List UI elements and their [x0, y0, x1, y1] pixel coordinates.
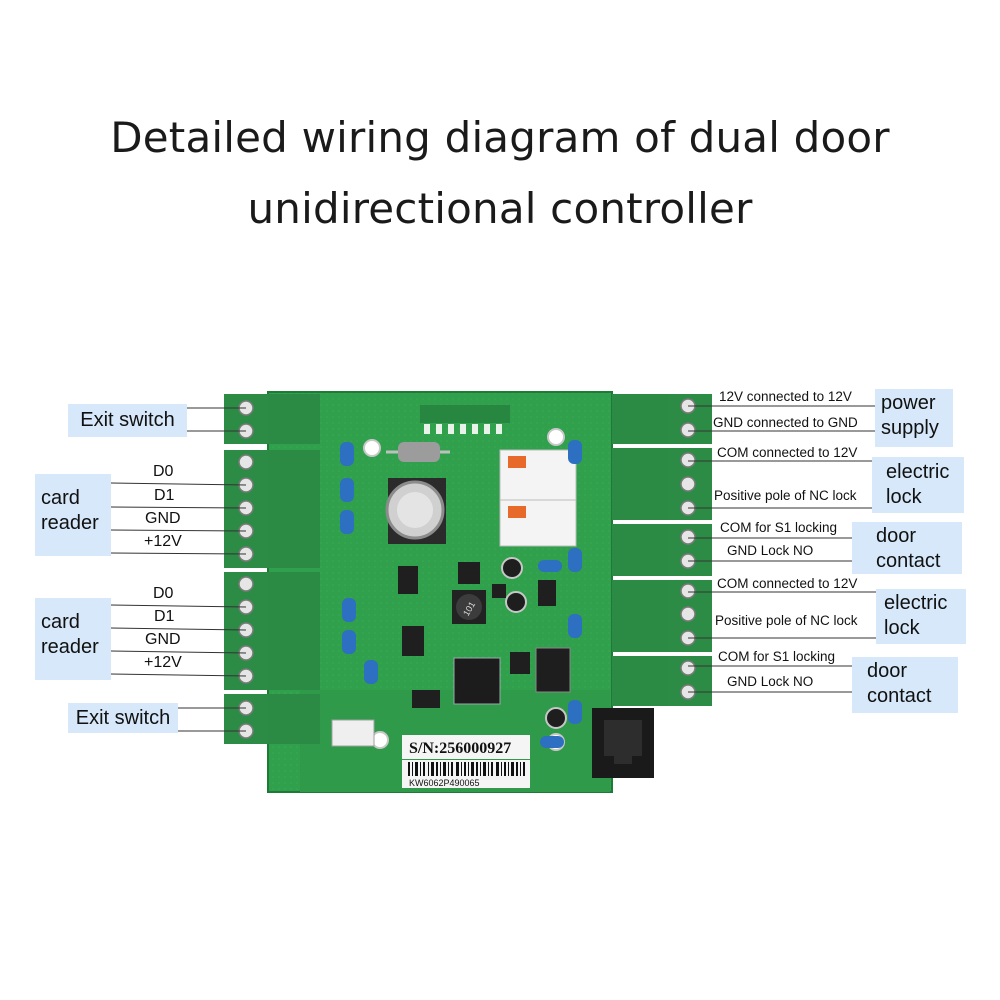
- reader1-d1: D1: [154, 487, 175, 504]
- reader1-d0: D0: [153, 463, 174, 480]
- resistor: [386, 442, 450, 462]
- exit-switch-1-label: Exit switch: [68, 404, 187, 437]
- electric-lock-2-label: electric lock: [876, 589, 966, 644]
- coin-battery: [385, 478, 446, 544]
- door-contact-2-line2: contact: [867, 685, 932, 707]
- power-12v-text: 12V connected to 12V: [719, 389, 852, 404]
- rj45-port: [592, 708, 654, 778]
- electric-lock-2-line1: electric: [884, 592, 948, 614]
- lock1-com-text: COM connected to 12V: [717, 445, 858, 460]
- white-connector: [331, 719, 375, 747]
- left-terminal-blocks: [224, 394, 320, 744]
- serial-number-text: S/N:256000927: [409, 740, 511, 757]
- card-reader-1-line2: reader: [41, 512, 99, 534]
- electrolytic-capacitors: [501, 557, 567, 729]
- reader2-d1: D1: [154, 608, 175, 625]
- reader2-d0: D0: [153, 585, 174, 602]
- door1-gnd-text: GND Lock NO: [727, 543, 814, 558]
- inductor: [452, 590, 486, 624]
- card-reader-2-line1: card: [41, 611, 80, 633]
- reader1-12v: +12V: [144, 533, 182, 550]
- door-contact-1-line2: contact: [876, 550, 941, 572]
- diagram-title-line1: Detailed wiring diagram of dual door: [110, 113, 890, 162]
- door-contact-2-label: door contact: [852, 657, 958, 713]
- barcode-number-text: KW6062P490065: [409, 778, 480, 788]
- door-contact-1-label: door contact: [852, 522, 962, 574]
- door2-gnd-text: GND Lock NO: [727, 674, 814, 689]
- door-contact-1-line1: door: [876, 525, 917, 547]
- electric-lock-2-line2: lock: [884, 617, 920, 639]
- right-terminal-blocks: [612, 394, 712, 706]
- lock2-com-text: COM connected to 12V: [717, 576, 858, 591]
- reader2-gnd: GND: [145, 631, 181, 648]
- card-reader-1-line1: card: [41, 487, 80, 509]
- right-terminal-screws: [680, 398, 696, 700]
- right-wires: [688, 405, 876, 693]
- led-strip: [420, 405, 510, 434]
- small-chips: [398, 562, 556, 708]
- card-reader-2-line2: reader: [41, 636, 99, 658]
- blue-capacitors: [340, 440, 582, 748]
- electric-lock-1-line2: lock: [886, 486, 922, 508]
- diagram-title-line2: unidirectional controller: [247, 184, 753, 233]
- lock1-nc-text: Positive pole of NC lock: [714, 488, 857, 503]
- barcode-bars: [408, 762, 525, 776]
- reader1-gnd: GND: [145, 510, 181, 527]
- card-reader-2-label: card reader: [35, 598, 111, 680]
- relay-2: [499, 499, 577, 547]
- door2-com-text: COM for S1 locking: [718, 649, 836, 664]
- exit-switch-1-text: Exit switch: [80, 409, 175, 431]
- door-contact-2-line1: door: [867, 660, 908, 682]
- power-supply-line1: power: [881, 392, 936, 414]
- mcu-chip: [453, 657, 501, 705]
- network-chip: [535, 647, 571, 693]
- power-gnd-text: GND connected to GND: [713, 415, 858, 430]
- card-reader-1-label: card reader: [35, 474, 111, 556]
- exit-switch-2-text: Exit switch: [75, 707, 171, 729]
- door1-com-text: COM for S1 locking: [720, 520, 838, 535]
- serial-sticker: [402, 735, 530, 788]
- reader2-12v: +12V: [144, 654, 182, 671]
- electric-lock-1-label: electric lock: [872, 457, 964, 513]
- power-supply-line2: supply: [881, 417, 939, 439]
- power-supply-label: power supply: [875, 389, 953, 447]
- electric-lock-1-line1: electric: [886, 461, 950, 483]
- relay-1: [499, 449, 577, 503]
- exit-switch-2-label: Exit switch: [68, 703, 178, 733]
- lock2-nc-text: Positive pole of NC lock: [715, 613, 858, 628]
- left-wires: [109, 407, 247, 732]
